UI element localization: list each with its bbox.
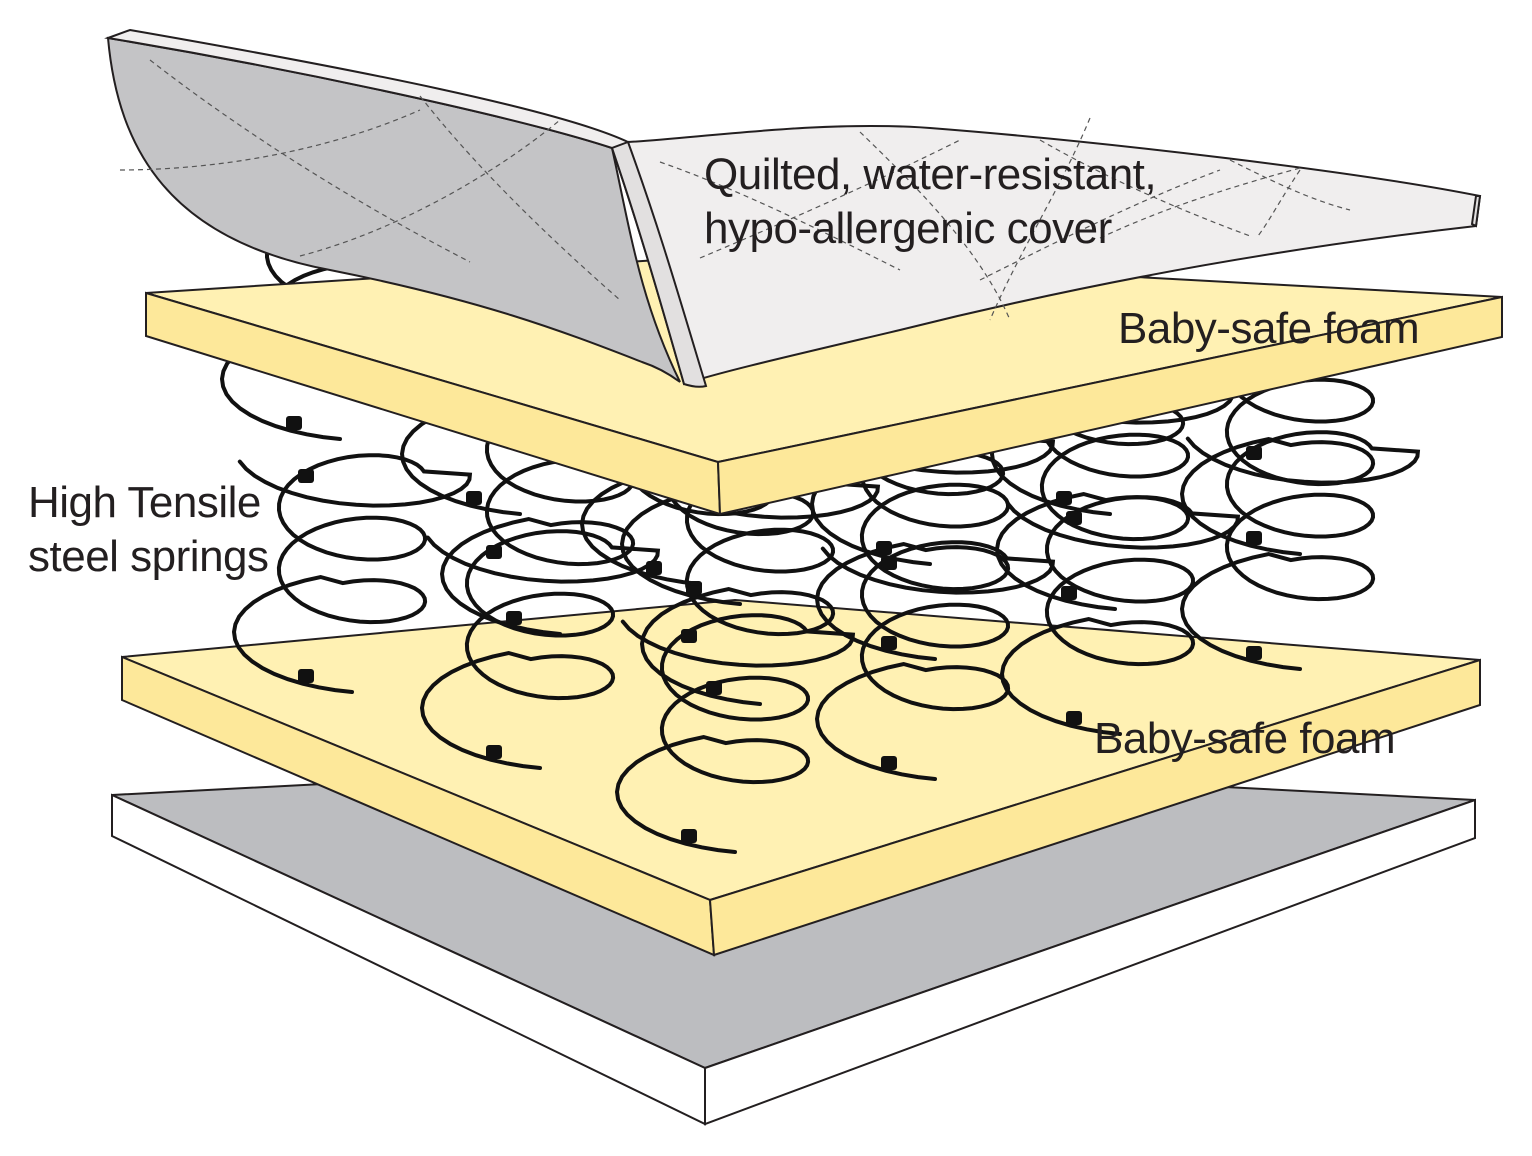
cover-label: Quilted, water-resistant, hypo-allergeni… — [704, 148, 1157, 256]
spring-knot — [881, 756, 897, 770]
cover-label-line-2: hypo-allergenic cover — [704, 204, 1112, 253]
spring-coil — [419, 529, 661, 770]
springs-label: High Tensile steel springs — [28, 476, 269, 584]
spring-knot — [1246, 446, 1262, 460]
spring-knot — [1061, 586, 1077, 600]
spring-knot — [646, 561, 662, 575]
spring-wire — [231, 453, 473, 694]
spring-knot — [486, 545, 502, 559]
spring-knot — [466, 491, 482, 505]
cover-right-edge — [1470, 195, 1482, 228]
springs-label-line-2: steel springs — [28, 532, 269, 581]
spring-knot — [486, 745, 502, 759]
spring-knot — [298, 469, 314, 483]
spring-wire — [614, 613, 856, 854]
spring-wire — [419, 529, 661, 770]
spring-coil — [614, 613, 856, 854]
spring-coil — [1179, 430, 1421, 671]
cover-label-line-1: Quilted, water-resistant, — [704, 150, 1157, 199]
base-front-right-edge — [704, 798, 1476, 1126]
cover-quilt-stitching — [119, 59, 1351, 321]
spring-knot — [286, 416, 302, 430]
bottom-foam-label: Baby-safe foam — [1094, 714, 1396, 763]
springs-label-line-1: High Tensile — [28, 478, 261, 527]
spring-knot — [506, 611, 522, 625]
cover-layer — [104, 28, 1482, 388]
spring-knot — [876, 541, 892, 555]
spring-knot — [681, 629, 697, 643]
spring-knot — [706, 681, 722, 695]
spring-wire — [1179, 430, 1421, 671]
cover-fold-edge — [610, 140, 708, 388]
spring-knot — [1246, 531, 1262, 545]
spring-knot — [1246, 646, 1262, 660]
spring-knot — [298, 669, 314, 683]
spring-knot — [1066, 711, 1082, 725]
top-foam-label: Baby-safe foam — [1118, 304, 1420, 353]
top-foam-right-edge — [716, 295, 1503, 516]
spring-knot — [881, 636, 897, 650]
spring-knot — [681, 829, 697, 843]
bottom-foam-right-edge — [708, 658, 1481, 957]
spring-coil — [231, 453, 473, 694]
spring-knot — [1056, 491, 1072, 505]
